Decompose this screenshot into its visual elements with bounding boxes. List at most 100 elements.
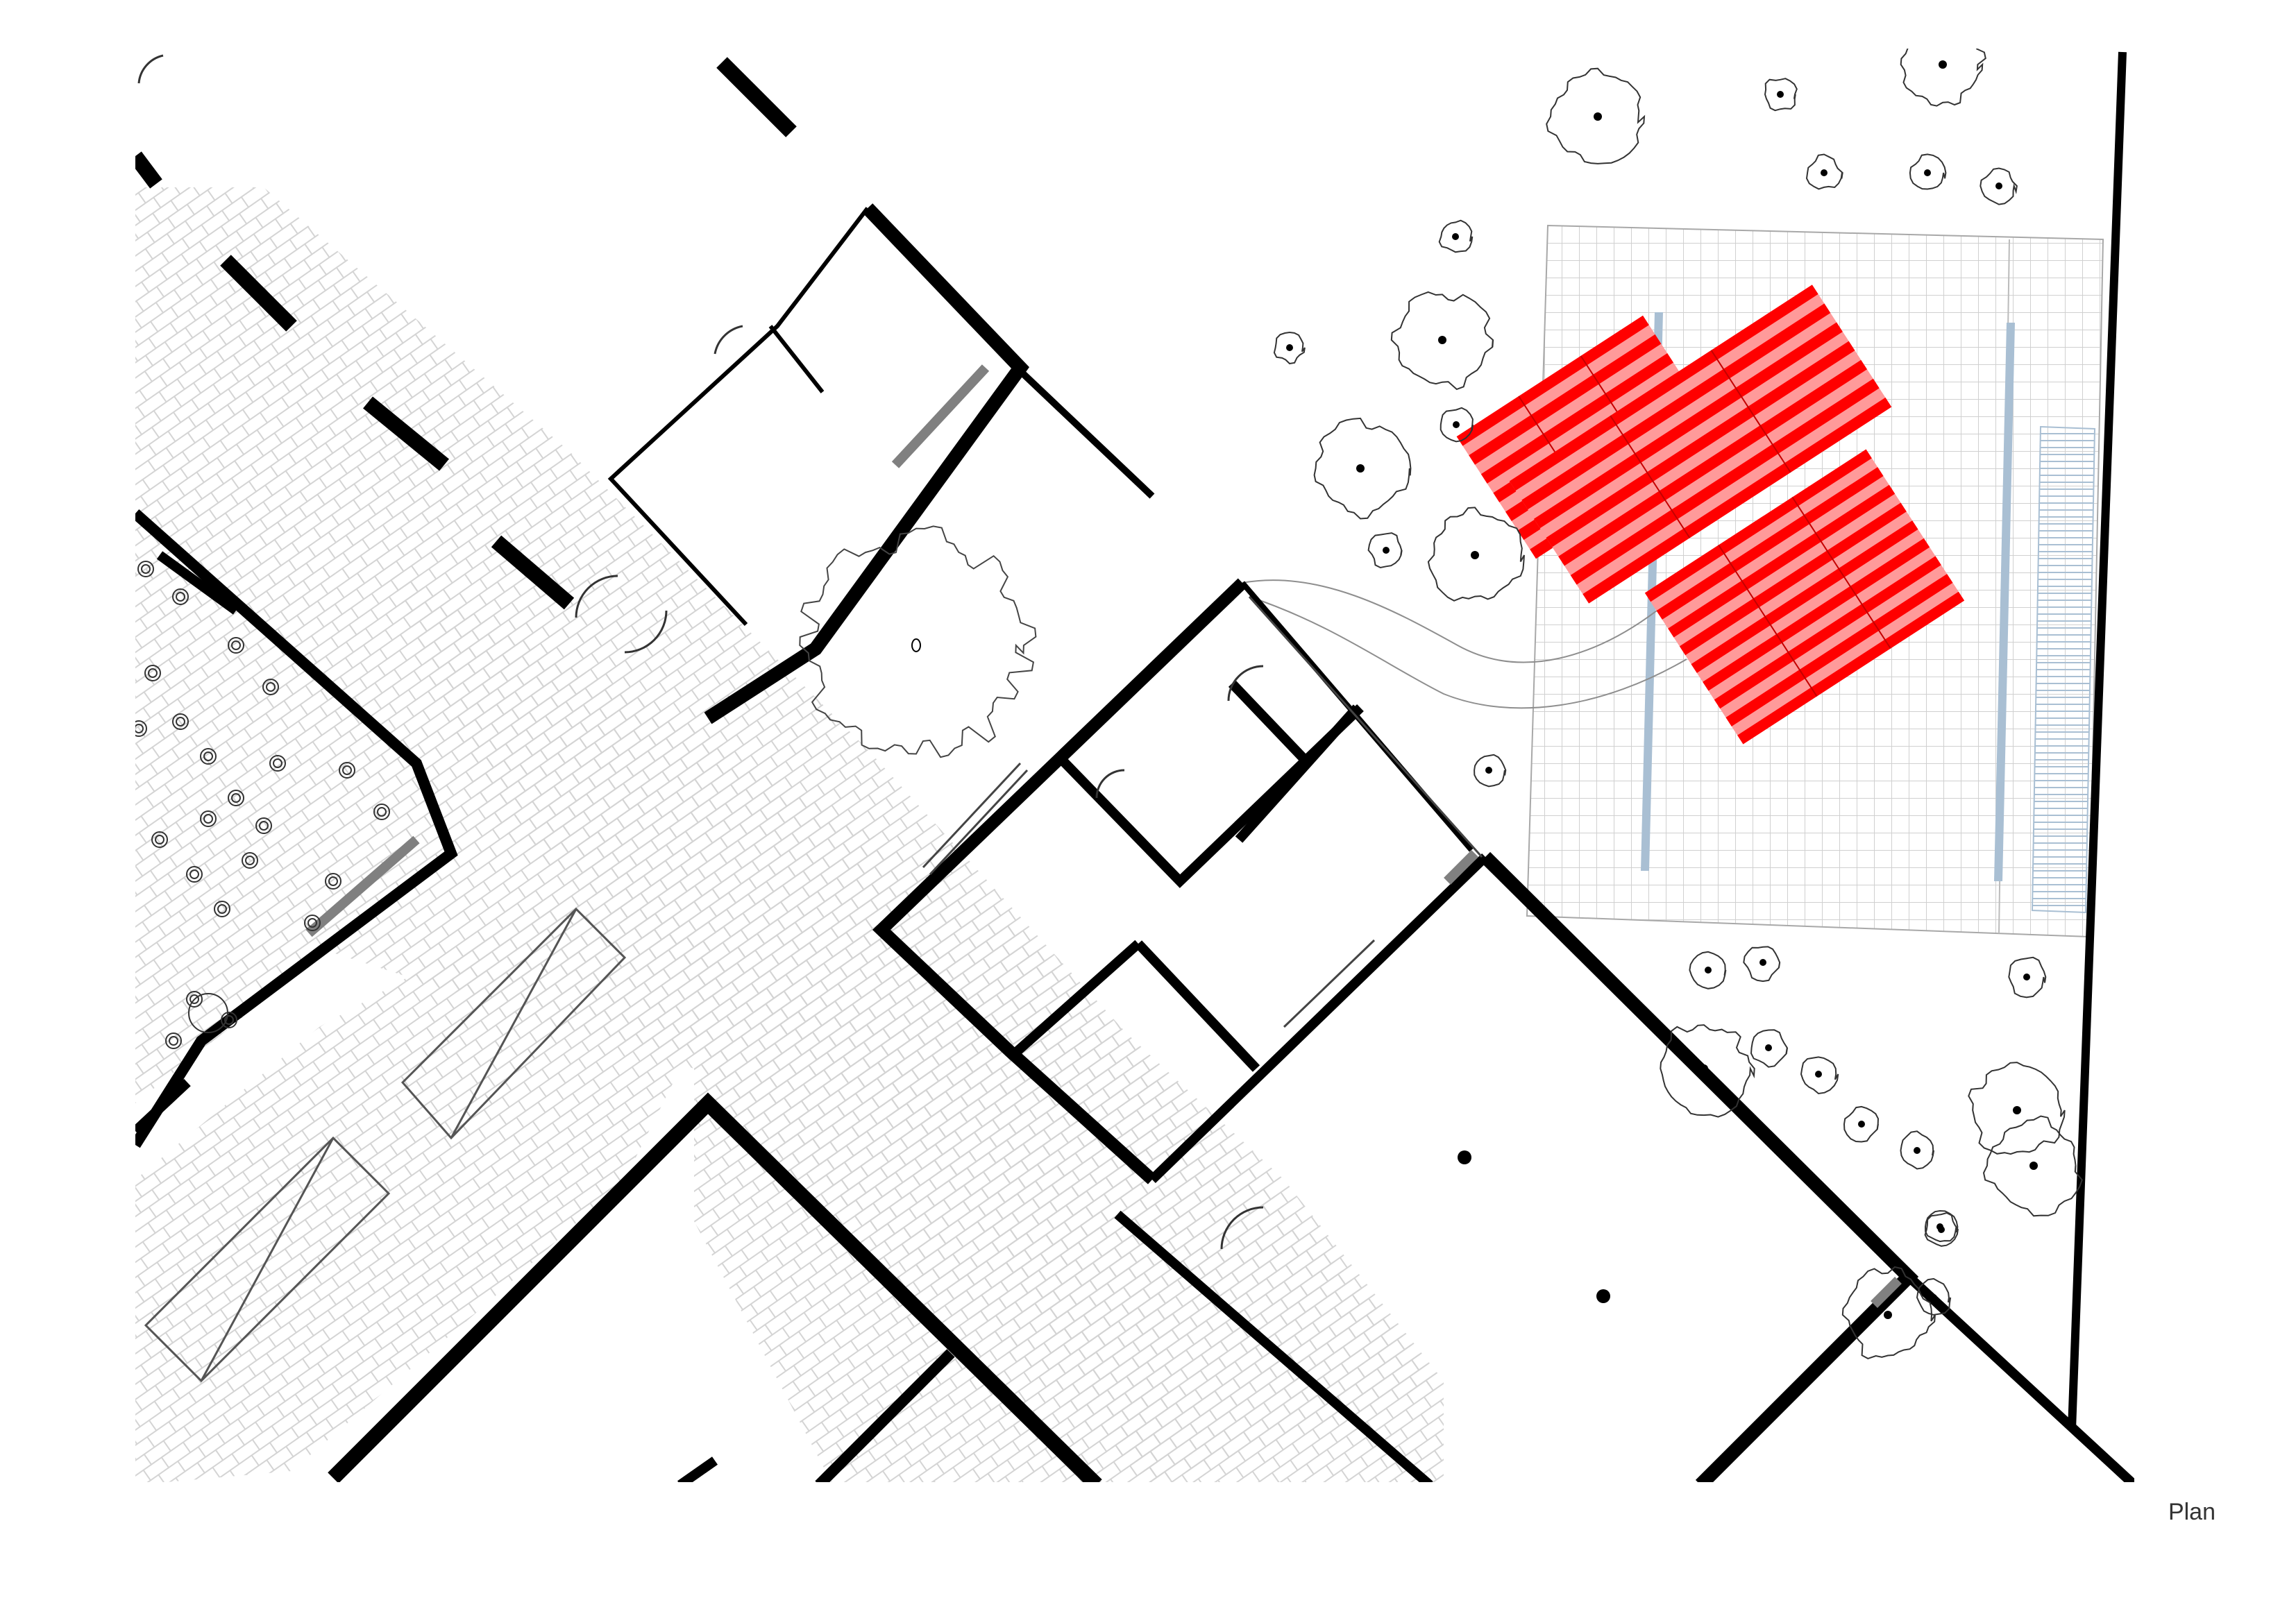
curved-footpath: [1242, 579, 1687, 709]
shrub-icon: [2008, 956, 2047, 999]
canopy-stripe: [1737, 591, 1965, 745]
canopy-stripe: [1570, 378, 1880, 585]
paving-cross-corridor: [135, 569, 1444, 1482]
door-swing-icon: [624, 610, 668, 654]
canopy-stripe: [1714, 556, 1941, 709]
seating-icon: [144, 665, 161, 681]
shrub-icon: [1367, 532, 1403, 569]
shrub-icon: [1909, 153, 1947, 190]
shrub-icon: [1843, 1105, 1880, 1143]
seating-icon: [269, 755, 286, 772]
seating-icon: [214, 901, 230, 917]
canopy-middle-slab: [1509, 284, 1892, 604]
seating-icon: [228, 637, 244, 654]
seating-icon: [172, 588, 189, 605]
seating-icon: [325, 873, 341, 890]
canopy-stripe: [1668, 484, 1896, 638]
door-swing-icon: [1227, 665, 1264, 702]
water-channel-right: [1994, 323, 2015, 881]
shrub-icon: [1800, 1056, 1839, 1095]
seating-icon: [137, 561, 154, 577]
seating-icon: [135, 720, 147, 737]
glazed-walls: [922, 596, 1483, 1028]
seating-icon: [373, 804, 390, 820]
tree-icon: [1390, 291, 1494, 391]
shrub-icon: [1273, 331, 1306, 365]
seating-icon: [165, 1033, 182, 1049]
tree-icon: [1660, 1024, 1755, 1118]
tree-icon: [1546, 67, 1646, 164]
round-table: [188, 993, 228, 1033]
seating-icon: [172, 713, 189, 730]
canopy-lower-slab: [1644, 449, 1965, 745]
canopy-joint: [1718, 544, 1818, 697]
seating-icon: [255, 817, 272, 834]
shrub-icon: [1980, 167, 2018, 205]
shrub-icon: [1743, 946, 1781, 983]
shrub-icon: [1924, 1209, 1959, 1243]
shrub-icon: [1474, 754, 1507, 788]
canopy-stripe: [1509, 284, 1818, 491]
shrub-icon: [1916, 1277, 1952, 1316]
canopy-stripe: [1456, 315, 1649, 446]
door-swing-icon: [714, 325, 743, 355]
seating-icon: [228, 790, 244, 806]
walls: [135, 51, 2134, 1482]
canopy-stripe: [1703, 538, 1930, 691]
shrub-icon: [1805, 153, 1843, 190]
seating-icon: [304, 915, 321, 931]
door-swing-icon: [1095, 769, 1125, 799]
door-swing-icon: [137, 54, 164, 84]
seating-icon: [186, 866, 203, 883]
seating-icon: [242, 852, 258, 869]
tree-icon: [1841, 1266, 1936, 1359]
canopy-stripe: [1480, 352, 1673, 484]
ramp-outlines: [144, 907, 627, 1383]
seating-icon: [200, 748, 217, 765]
column-icon: [1458, 1150, 1471, 1164]
canopy-stripe: [1725, 574, 1953, 726]
seating-icon: [221, 1012, 237, 1028]
tree-icon: [1313, 417, 1412, 520]
shrub-icon: [1764, 78, 1798, 112]
canopy-stripe: [1656, 467, 1884, 620]
tree-icon: [1982, 1115, 2083, 1217]
seating-icon: [200, 810, 217, 827]
plan-caption: Plan: [2168, 1499, 2215, 1525]
canopy-stripe: [1582, 397, 1892, 604]
canopy-stripe: [1546, 341, 1855, 547]
shrub-icon: [1689, 951, 1727, 989]
reflecting-pool: [2031, 425, 2096, 914]
tree-icon: [1900, 49, 1986, 107]
columns: [1458, 1150, 1610, 1303]
canopy-joint: [1710, 350, 1791, 473]
canopy-stripe: [1644, 449, 1872, 602]
shrub-icon: [1750, 1029, 1789, 1068]
shrub-icon: [1900, 1130, 1935, 1170]
canopy-joint: [1610, 415, 1691, 538]
door-swings: [137, 54, 1264, 1250]
canopy-stripe: [1691, 520, 1918, 673]
garden-trees: [1273, 49, 2083, 1359]
door-swing-icon: [575, 575, 618, 618]
tree-icon: [1427, 507, 1525, 602]
seating-icon: [339, 762, 355, 779]
canopy-stripe: [1469, 334, 1662, 465]
seating-icon: [151, 831, 168, 848]
canopy-joint: [1791, 496, 1891, 649]
shrub-icon: [1438, 219, 1474, 253]
canopy-stripe: [1521, 303, 1831, 510]
windows: [305, 364, 1902, 1308]
cafe-seating: [135, 561, 390, 1049]
door-swing-icon: [1220, 1206, 1264, 1250]
seating-icon: [262, 679, 279, 695]
seating-icon: [186, 991, 203, 1008]
canopy-stripe: [1533, 322, 1843, 529]
canopy-stripe: [1558, 359, 1868, 566]
column-icon: [1596, 1289, 1610, 1303]
tree-icon: [1968, 1062, 2066, 1155]
tree-icon: [799, 525, 1037, 758]
shrub-icon: [1440, 407, 1474, 443]
canopy-stripe: [1679, 502, 1907, 656]
